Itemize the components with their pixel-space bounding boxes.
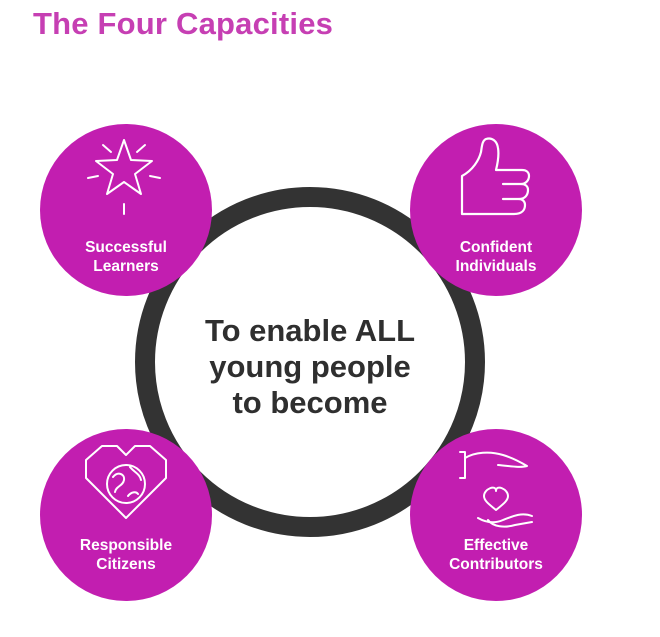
hands-heart-icon — [459, 451, 533, 528]
capacity-circle-effective-contributors — [410, 429, 582, 601]
thumbs-up-icon — [460, 137, 531, 216]
page-title: The Four Capacities — [33, 6, 334, 41]
center-statement: To enable ALL young people to become — [190, 313, 430, 421]
star-icon — [87, 139, 161, 215]
center-line-1: To enable ALL — [204, 313, 416, 348]
central-ring — [135, 187, 485, 537]
capacity-circle-confident-individuals — [410, 124, 582, 296]
heart-globe-icon — [85, 445, 167, 519]
center-line-2: young people — [209, 349, 411, 384]
center-line-3: to become — [232, 385, 388, 420]
capacity-circle-successful-learners — [40, 124, 212, 296]
capacity-label-effective-contributors: Effective Contributors — [449, 537, 543, 573]
capacity-label-confident-individuals: Confident Individuals — [455, 239, 537, 275]
capacity-circle-responsible-citizens — [40, 429, 212, 601]
capacity-label-successful-learners: Successful Learners — [85, 239, 167, 275]
capacity-label-responsible-citizens: Responsible Citizens — [79, 537, 173, 573]
